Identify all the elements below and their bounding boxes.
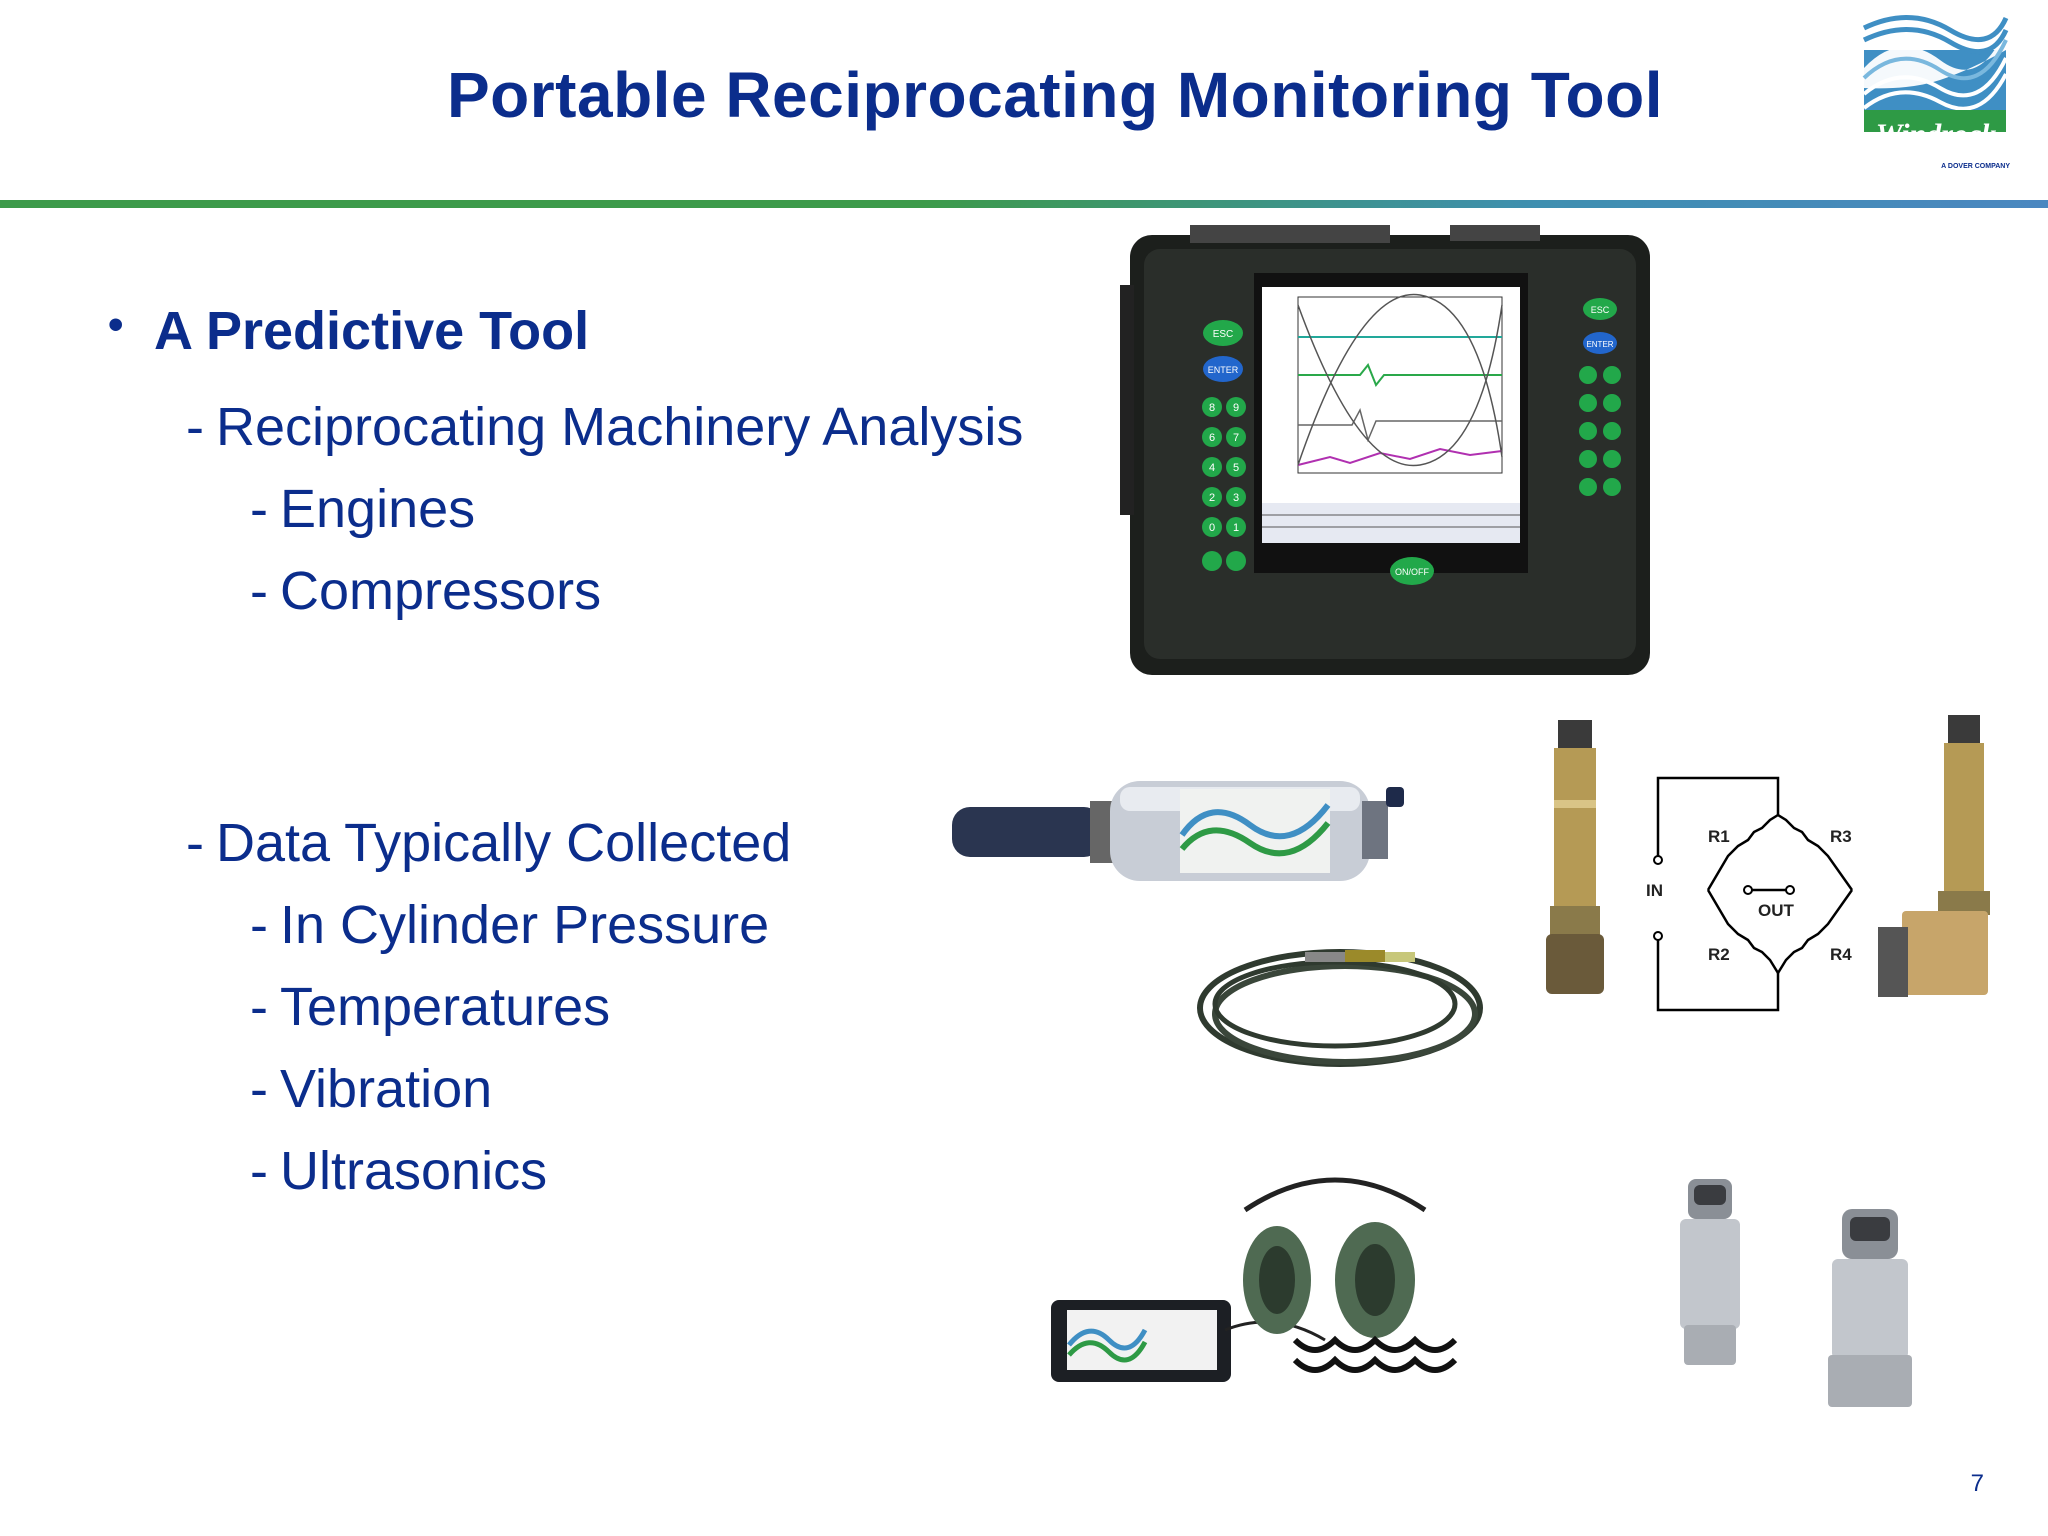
esc-button-label: ESC [1591,305,1610,315]
dash-icon: - [250,977,268,1037]
accelerometer-image [1820,1205,1920,1415]
keypad-key: 0 [1209,522,1215,534]
ultrasonic-headset-image [1045,1170,1515,1400]
keypad-key: 8 [1209,402,1215,414]
sub-item-text: Vibration [280,1059,493,1119]
sub-bullet-2-text: Data Typically Collected [216,813,792,873]
bridge-label: R4 [1830,945,1852,964]
keypad-key: 9 [1233,402,1239,414]
enter-button-label: ENTER [1208,365,1239,375]
dash-icon: - [186,813,204,873]
sub-item: -In Cylinder Pressure [250,894,769,956]
accelerometer-image [1670,1175,1750,1375]
sensor-cable-image [1185,930,1505,1090]
dash-icon: - [250,479,268,539]
sub-item: -Temperatures [250,976,610,1038]
keypad-key: 1 [1233,522,1239,534]
page-number: 7 [1970,1470,1984,1497]
slide-title: Portable Reciprocating Monitoring Tool [446,59,1664,131]
windrock-logo: Windrock A DOVER COMPANY [1860,10,2010,170]
sub-item-text: Engines [280,479,476,539]
sub-bullet-2: -Data Typically Collected [186,812,791,874]
esc-button-label: ESC [1213,329,1234,340]
dash-icon: - [186,397,204,457]
sub-item: -Vibration [250,1058,492,1120]
dash-icon: - [250,895,268,955]
wheatstone-bridge-diagram: R1 R3 R2 R4 IN OUT [1640,770,1870,1020]
sub-item: -Engines [250,478,475,540]
enter-button-label: ENTER [1586,340,1613,349]
bridge-label: OUT [1758,901,1795,920]
keypad-key: 2 [1209,492,1215,504]
dash-icon: - [250,1141,268,1201]
transducer-straight-image [1540,720,1610,1010]
bullet-dot-icon: • [108,300,124,349]
bridge-label: R2 [1708,945,1730,964]
sub-bullet-1: -Reciprocating Machinery Analysis [186,396,1023,458]
bridge-label: R1 [1708,827,1730,846]
transducer-elbow-image [1878,715,1998,1005]
sub-item: -Compressors [250,560,601,622]
sub-item: -Ultrasonics [250,1140,547,1202]
sub-item-text: Compressors [280,561,602,621]
keypad-key: 6 [1209,432,1215,444]
pressure-sensor-image [950,765,1420,895]
keypad-key: 3 [1233,492,1239,504]
sub-item-text: Temperatures [280,977,611,1037]
logo-tagline: A DOVER COMPANY [1941,163,2010,170]
bridge-label: R3 [1830,827,1852,846]
analyzer-device-image: ESC ENTER 8 9 6 7 4 5 2 3 0 1 ESC ENTER … [1120,225,1660,685]
sub-bullet-1-text: Reciprocating Machinery Analysis [216,397,1024,457]
header-divider [0,200,2048,208]
bullet-main-text: A Predictive Tool [154,301,590,361]
bullet-main: • A Predictive Tool [108,300,589,362]
keypad-key: 4 [1209,462,1215,474]
bridge-label: IN [1646,881,1663,900]
dash-icon: - [250,561,268,621]
keypad-key: 7 [1233,432,1239,444]
keypad-key: 5 [1233,462,1239,474]
on-off-button-label: ON/OFF [1395,567,1429,577]
dash-icon: - [250,1059,268,1119]
logo-name: Windrock [1875,118,1997,151]
sub-item-text: Ultrasonics [280,1141,548,1201]
sub-item-text: In Cylinder Pressure [280,895,770,955]
windrock-logo-icon [1862,15,2009,132]
